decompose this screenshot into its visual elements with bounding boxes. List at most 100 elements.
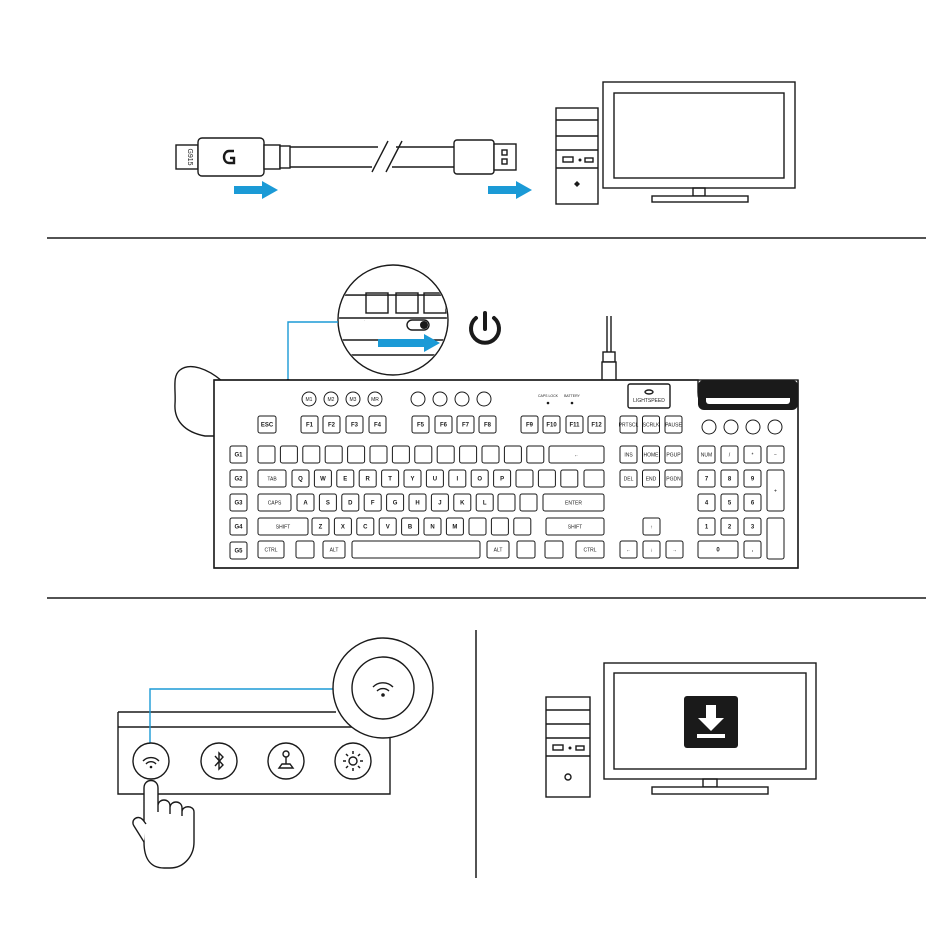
lightspeed-button[interactable] (133, 743, 169, 779)
fn-key-esc-label: ESC (261, 423, 274, 429)
numpad-key-2-label: * (752, 453, 754, 459)
tab-key-label: TAB (267, 477, 277, 483)
backslash-key (584, 470, 604, 487)
step-1-connect-receiver: G915 (0, 0, 950, 240)
caps-lock-indicator: CAPS LOCK (538, 394, 559, 398)
arrow-right-key-label: → (672, 548, 677, 554)
fn-key-f7-label: F7 (462, 423, 470, 429)
letter-key-a-label: A (303, 501, 308, 507)
letter-key-e-label: E (343, 477, 347, 483)
g-key-5-label: G5 (234, 549, 243, 555)
letter-key-t-label: T (388, 477, 392, 483)
brand-label: LIGHTSPEED (633, 398, 665, 404)
game-mode-button[interactable] (268, 743, 304, 779)
backspace-key-label: ← (574, 453, 579, 459)
fn-key-f10-label: F10 (546, 423, 557, 429)
nav-key-end-label: END (646, 477, 657, 483)
g-key-1-label: G1 (234, 453, 243, 459)
nav-key-pgdn-label: PGDN (666, 477, 681, 483)
nav-key-pgup-label: PGUP (666, 453, 681, 459)
number-key (258, 446, 275, 463)
number-key (527, 446, 544, 463)
symbol-key (514, 518, 531, 535)
g-key-3-label: G3 (234, 501, 243, 507)
number-key (303, 446, 320, 463)
caps-key-label: CAPS (268, 501, 282, 507)
download-icon (684, 696, 738, 748)
fn-key-f2-label: F2 (328, 423, 336, 429)
usb-cable (290, 140, 516, 174)
letter-key-q-label: Q (298, 477, 303, 483)
letter-key-r-label: R (366, 477, 371, 483)
numpad-key-3-label: − (774, 453, 777, 459)
symbol-key (538, 470, 555, 487)
number-key (370, 446, 387, 463)
number-key (437, 446, 454, 463)
computer-tower-icon (556, 108, 598, 204)
bluetooth-button[interactable] (201, 743, 237, 779)
power-switch-zoom (330, 265, 470, 375)
number-key (280, 446, 297, 463)
fn-key-f3-label: F3 (351, 423, 359, 429)
right-shift-key-label: SHIFT (568, 525, 582, 531)
symbol-key (561, 470, 578, 487)
arrow-down-key-label: ↓ (650, 548, 653, 554)
letter-key-n-label: N (430, 525, 434, 531)
letter-key-j-label: J (438, 501, 441, 507)
macro-key-m3: M3 (350, 397, 357, 403)
numpad-plus-key-label: + (774, 489, 777, 495)
number-key (415, 446, 432, 463)
insert-arrow-icon (234, 181, 532, 199)
nav-key-home-label: HOME (644, 453, 660, 459)
fn-key-f9-label: F9 (526, 423, 534, 429)
semicolon-key (498, 494, 515, 511)
left-alt-key-label: ALT (330, 548, 339, 554)
letter-key-o-label: O (477, 477, 482, 483)
number-key (482, 446, 499, 463)
windows-key-right (517, 541, 535, 558)
letter-key-u-label: U (433, 477, 437, 483)
left-shift-key-label: SHIFT (276, 525, 290, 531)
letter-key-x-label: X (341, 525, 345, 531)
right-alt-key-label: ALT (494, 548, 503, 554)
macro-key-m2: M2 (328, 397, 335, 403)
monitor-icon (603, 82, 795, 202)
letter-key-y-label: Y (410, 477, 414, 483)
letter-key-s-label: S (326, 501, 330, 507)
brightness-button[interactable] (335, 743, 371, 779)
nav-key-del-label: DEL (624, 477, 634, 483)
letter-key-z-label: Z (319, 525, 323, 531)
macro-key-m1: M1 (306, 397, 313, 403)
symbol-key (516, 470, 533, 487)
g-key-4-label: G4 (234, 525, 243, 531)
nav-key-ins-label: INS (624, 453, 633, 459)
number-key (460, 446, 477, 463)
battery-indicator: BATTERY (564, 394, 580, 398)
fn-key-f4-label: F4 (374, 423, 382, 429)
computer-tower-icon (546, 697, 590, 797)
number-key (348, 446, 365, 463)
left-ctrl-key-label: CTRL (264, 548, 277, 554)
number-key (392, 446, 409, 463)
fn-key-f8-label: F8 (484, 423, 492, 429)
numpad-key-0-label: NUM (701, 453, 712, 459)
letter-key-f-label: F (371, 501, 375, 507)
windows-key (296, 541, 314, 558)
quote-key (520, 494, 537, 511)
symbol-key (469, 518, 486, 535)
letter-key-m-label: M (452, 525, 457, 531)
step-3-select-wireless (0, 600, 950, 951)
fn-key-f1-label: F1 (306, 423, 314, 429)
menu-key (545, 541, 563, 558)
letter-key-w-label: W (320, 477, 326, 483)
letter-key-g-label: G (393, 501, 398, 507)
arrow-up-key-label: ↑ (650, 525, 653, 531)
spacebar-key (352, 541, 480, 558)
slide-switch-icon (407, 320, 429, 330)
nav-key-scrlk-label: SCRLK (643, 423, 660, 429)
numpad-enter-key (767, 518, 784, 559)
macro-key-mr: MR (371, 397, 379, 403)
fn-key-f11-label: F11 (569, 423, 580, 429)
nav-key-prtscl-label: PRTSCL (619, 423, 639, 429)
symbol-key (491, 518, 508, 535)
